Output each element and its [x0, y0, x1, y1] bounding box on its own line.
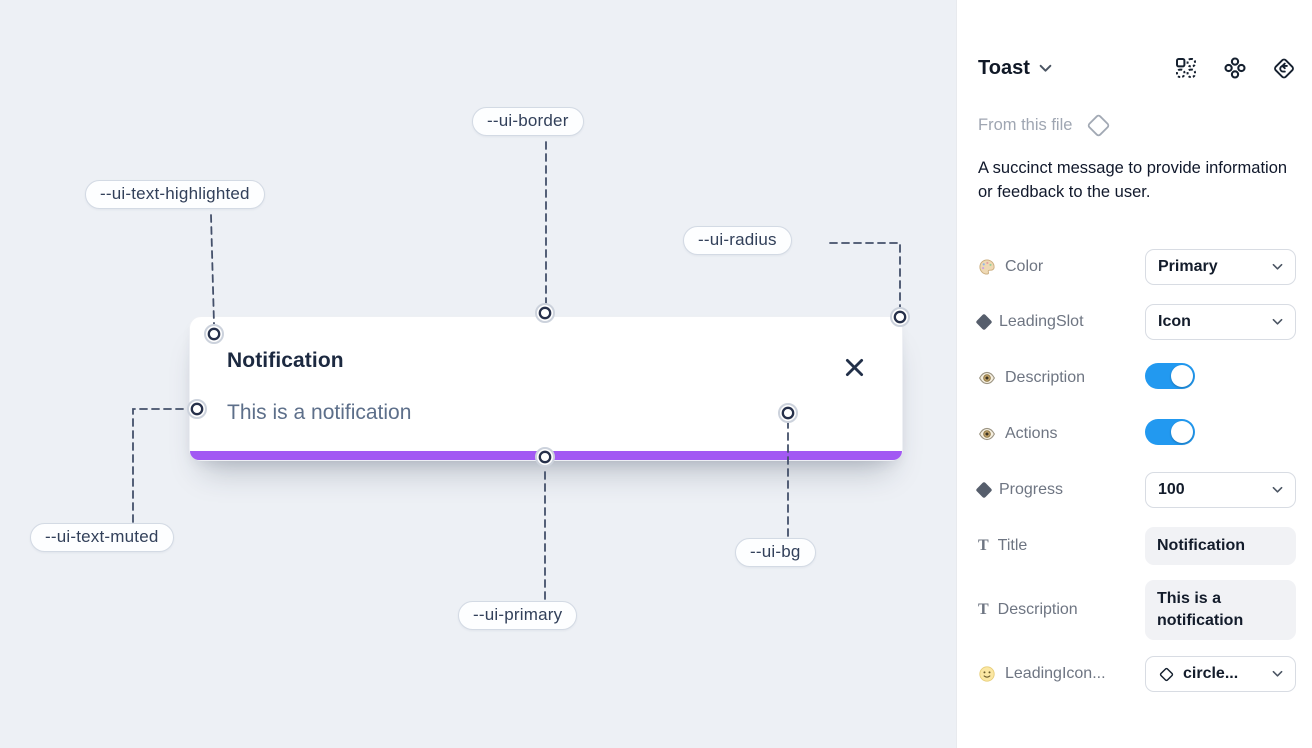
description-toggle[interactable] [1145, 362, 1195, 389]
prop-label-color: Color [1005, 258, 1044, 275]
reset-icon[interactable] [1272, 56, 1296, 80]
token-label-ui-text-muted: --ui-text-muted [30, 523, 174, 552]
chevron-down-icon [1272, 318, 1283, 325]
prop-row-leadingicon: LeadingIcon... circle... [978, 656, 1296, 692]
diamond-outline-icon [1159, 667, 1174, 681]
prop-label-actions: Actions [1005, 425, 1058, 442]
line-ui-text-muted [132, 408, 188, 523]
token-label-ui-border: --ui-border [472, 107, 584, 136]
actions-toggle[interactable] [1145, 418, 1195, 445]
chevron-down-icon [1272, 263, 1283, 270]
toast-description: This is a notification [227, 401, 412, 424]
prop-label-description-text: Description [997, 601, 1078, 618]
eye-icon [979, 371, 995, 385]
component-selector[interactable]: Toast [978, 57, 1052, 80]
diamond-outline-icon [1088, 114, 1110, 137]
title-input[interactable]: Notification [1145, 527, 1296, 565]
token-label-ui-bg: --ui-bg [735, 538, 816, 567]
token-label-ui-radius: --ui-radius [683, 226, 792, 255]
component-name: Toast [978, 56, 1030, 79]
toast-close-button[interactable] [842, 355, 866, 379]
token-label-ui-primary: --ui-primary [458, 601, 578, 630]
component-preview-canvas: Notification This is a notification --ui… [0, 0, 956, 748]
toast-progress-bar [190, 451, 902, 460]
prop-row-description-toggle: Description [978, 362, 1296, 391]
prop-label-description: Description [1005, 369, 1086, 386]
prop-label-leadingicon: LeadingIcon... [1005, 665, 1106, 682]
progress-select[interactable]: 100 [1145, 472, 1296, 508]
toast-title: Notification [227, 349, 344, 372]
properties-panel: Toast [956, 0, 1312, 748]
component-description: A succinct message to provide informatio… [978, 159, 1288, 202]
token-label-ui-text-highlighted: --ui-text-highlighted [85, 180, 265, 209]
prop-label-progress: Progress [999, 481, 1064, 498]
panel-header: Toast [978, 56, 1296, 80]
description-input[interactable]: This is a notification [1145, 580, 1296, 640]
prop-label-title: Title [997, 537, 1028, 554]
text-icon: T [978, 601, 989, 618]
diamond-icon [975, 313, 993, 331]
prop-row-description-text: T Description This is a notification [978, 578, 1296, 642]
prop-row-title: T Title Notification [978, 527, 1296, 565]
prop-row-leadingslot: LeadingSlot Icon [975, 304, 1296, 340]
leadingslot-select[interactable]: Icon [1145, 304, 1296, 340]
leadingicon-select[interactable]: circle... [1145, 656, 1296, 692]
prop-row-actions-toggle: Actions [978, 418, 1296, 447]
source-label: From this file [978, 116, 1073, 134]
line-ui-text-highlighted [210, 214, 215, 325]
smiley-icon [979, 666, 995, 682]
line-ui-radius [829, 242, 901, 308]
toast-component: Notification This is a notification [189, 316, 903, 461]
prop-row-progress: Progress 100 [975, 472, 1296, 508]
prop-label-leadingslot: LeadingSlot [999, 313, 1084, 330]
palette-icon [979, 259, 995, 275]
source-info: From this file [978, 112, 1112, 139]
text-icon: T [978, 537, 989, 554]
eye-icon [979, 427, 995, 441]
diamond-icon [975, 481, 993, 499]
chevron-down-icon [1039, 64, 1052, 72]
components-icon[interactable] [1223, 56, 1247, 80]
prop-row-color: Color Primary [978, 249, 1296, 285]
chevron-down-icon [1272, 670, 1283, 677]
x-close-icon [845, 358, 863, 376]
chevron-down-icon [1272, 486, 1283, 493]
color-select[interactable]: Primary [1145, 249, 1296, 285]
swap-instance-icon[interactable] [1174, 56, 1198, 80]
